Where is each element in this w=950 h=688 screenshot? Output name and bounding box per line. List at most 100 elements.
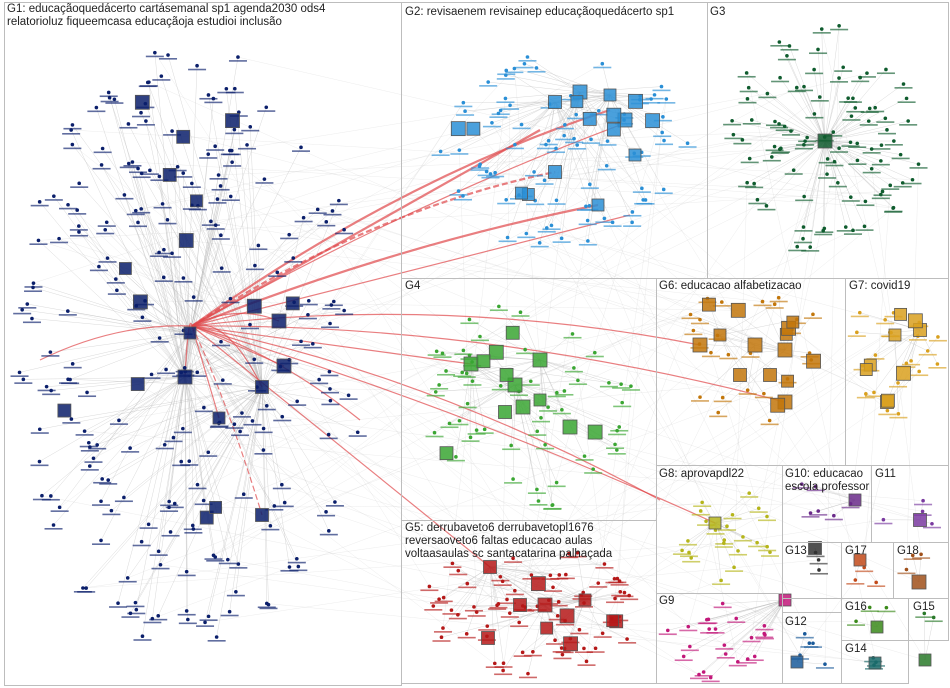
node (661, 187, 666, 192)
node (525, 55, 530, 59)
node-label-mark (794, 147, 813, 150)
edge (791, 329, 889, 401)
node (57, 236, 61, 241)
node-label-mark (259, 607, 278, 610)
node (195, 370, 200, 375)
avatar-node (563, 636, 578, 652)
node (930, 521, 934, 526)
node-label-mark (154, 280, 173, 282)
node-label-mark (678, 146, 697, 148)
node-label-mark (597, 168, 616, 171)
node-label-mark (63, 127, 82, 130)
node-label-mark (427, 354, 446, 356)
node-label-mark (450, 153, 469, 155)
node (586, 239, 590, 243)
avatar-node (515, 186, 528, 200)
node (687, 550, 691, 555)
node-label-mark (866, 110, 885, 113)
node (511, 477, 515, 481)
edge (870, 329, 921, 368)
node-label-mark (777, 58, 796, 61)
node (723, 652, 728, 656)
node-label-mark (140, 173, 159, 175)
node (837, 76, 841, 80)
highlight-edge (39, 325, 193, 361)
edge (51, 376, 186, 391)
group-label-g12: G12 (785, 616, 807, 628)
highlight-edge (191, 324, 263, 388)
node (822, 226, 827, 231)
node-label-mark (653, 135, 672, 138)
node-label-mark (653, 119, 672, 122)
node (232, 127, 237, 132)
edge (579, 91, 644, 201)
avatar-node (132, 294, 148, 310)
node-label-mark (606, 601, 625, 604)
group-label-g17: G17 (845, 545, 867, 557)
edge (614, 116, 664, 599)
node-label-mark (443, 566, 462, 568)
node-label-mark (489, 606, 508, 609)
node (904, 567, 909, 572)
edge (507, 101, 556, 238)
node (236, 55, 240, 59)
node (295, 556, 299, 561)
edge (554, 101, 607, 166)
node (701, 670, 706, 674)
node-label-mark (44, 199, 63, 201)
node (919, 552, 923, 557)
edge (128, 163, 191, 334)
edge (59, 238, 921, 521)
node-label-mark (733, 539, 752, 542)
node-label-mark (690, 322, 709, 325)
edge (23, 376, 186, 380)
group-label-g18: G18 (897, 545, 919, 557)
node (615, 448, 619, 452)
edge (824, 140, 881, 162)
node-label-mark (173, 431, 192, 434)
edge (699, 319, 759, 509)
node-label-mark (268, 275, 287, 277)
node (615, 428, 619, 433)
avatar-node (178, 233, 194, 248)
edge (284, 502, 504, 671)
group-label-g4: G4 (405, 280, 421, 292)
edge (546, 94, 611, 229)
node (896, 381, 900, 385)
node-label-mark (127, 308, 146, 311)
node-label-mark (842, 119, 861, 121)
node (311, 342, 315, 346)
node (593, 646, 598, 651)
node-label-mark (541, 578, 560, 580)
node-label-mark (481, 176, 500, 179)
node (69, 417, 74, 421)
highlight-edge (191, 325, 661, 501)
node (70, 142, 75, 147)
edge (466, 359, 541, 374)
node-label-mark (199, 619, 218, 621)
node-label-mark (794, 230, 813, 232)
node-label-mark (479, 85, 498, 87)
node-label-mark (828, 185, 847, 188)
node-label-mark (738, 393, 757, 395)
node (498, 384, 503, 388)
edge (850, 393, 867, 504)
node (268, 524, 273, 528)
node (77, 230, 81, 234)
group-label-g16: G16 (845, 601, 867, 613)
node (713, 627, 718, 631)
node-label-mark (645, 97, 664, 100)
node-label-mark (225, 427, 244, 429)
node-label-mark (771, 80, 790, 83)
edge (815, 486, 856, 501)
node-label-mark (174, 176, 193, 178)
node (755, 540, 759, 545)
node-label-mark (174, 333, 193, 336)
node (576, 378, 580, 383)
node-label-mark (836, 230, 855, 232)
node (272, 504, 277, 508)
edge (579, 86, 662, 93)
node (551, 585, 555, 590)
node-label-mark (319, 437, 338, 440)
node (879, 159, 883, 163)
